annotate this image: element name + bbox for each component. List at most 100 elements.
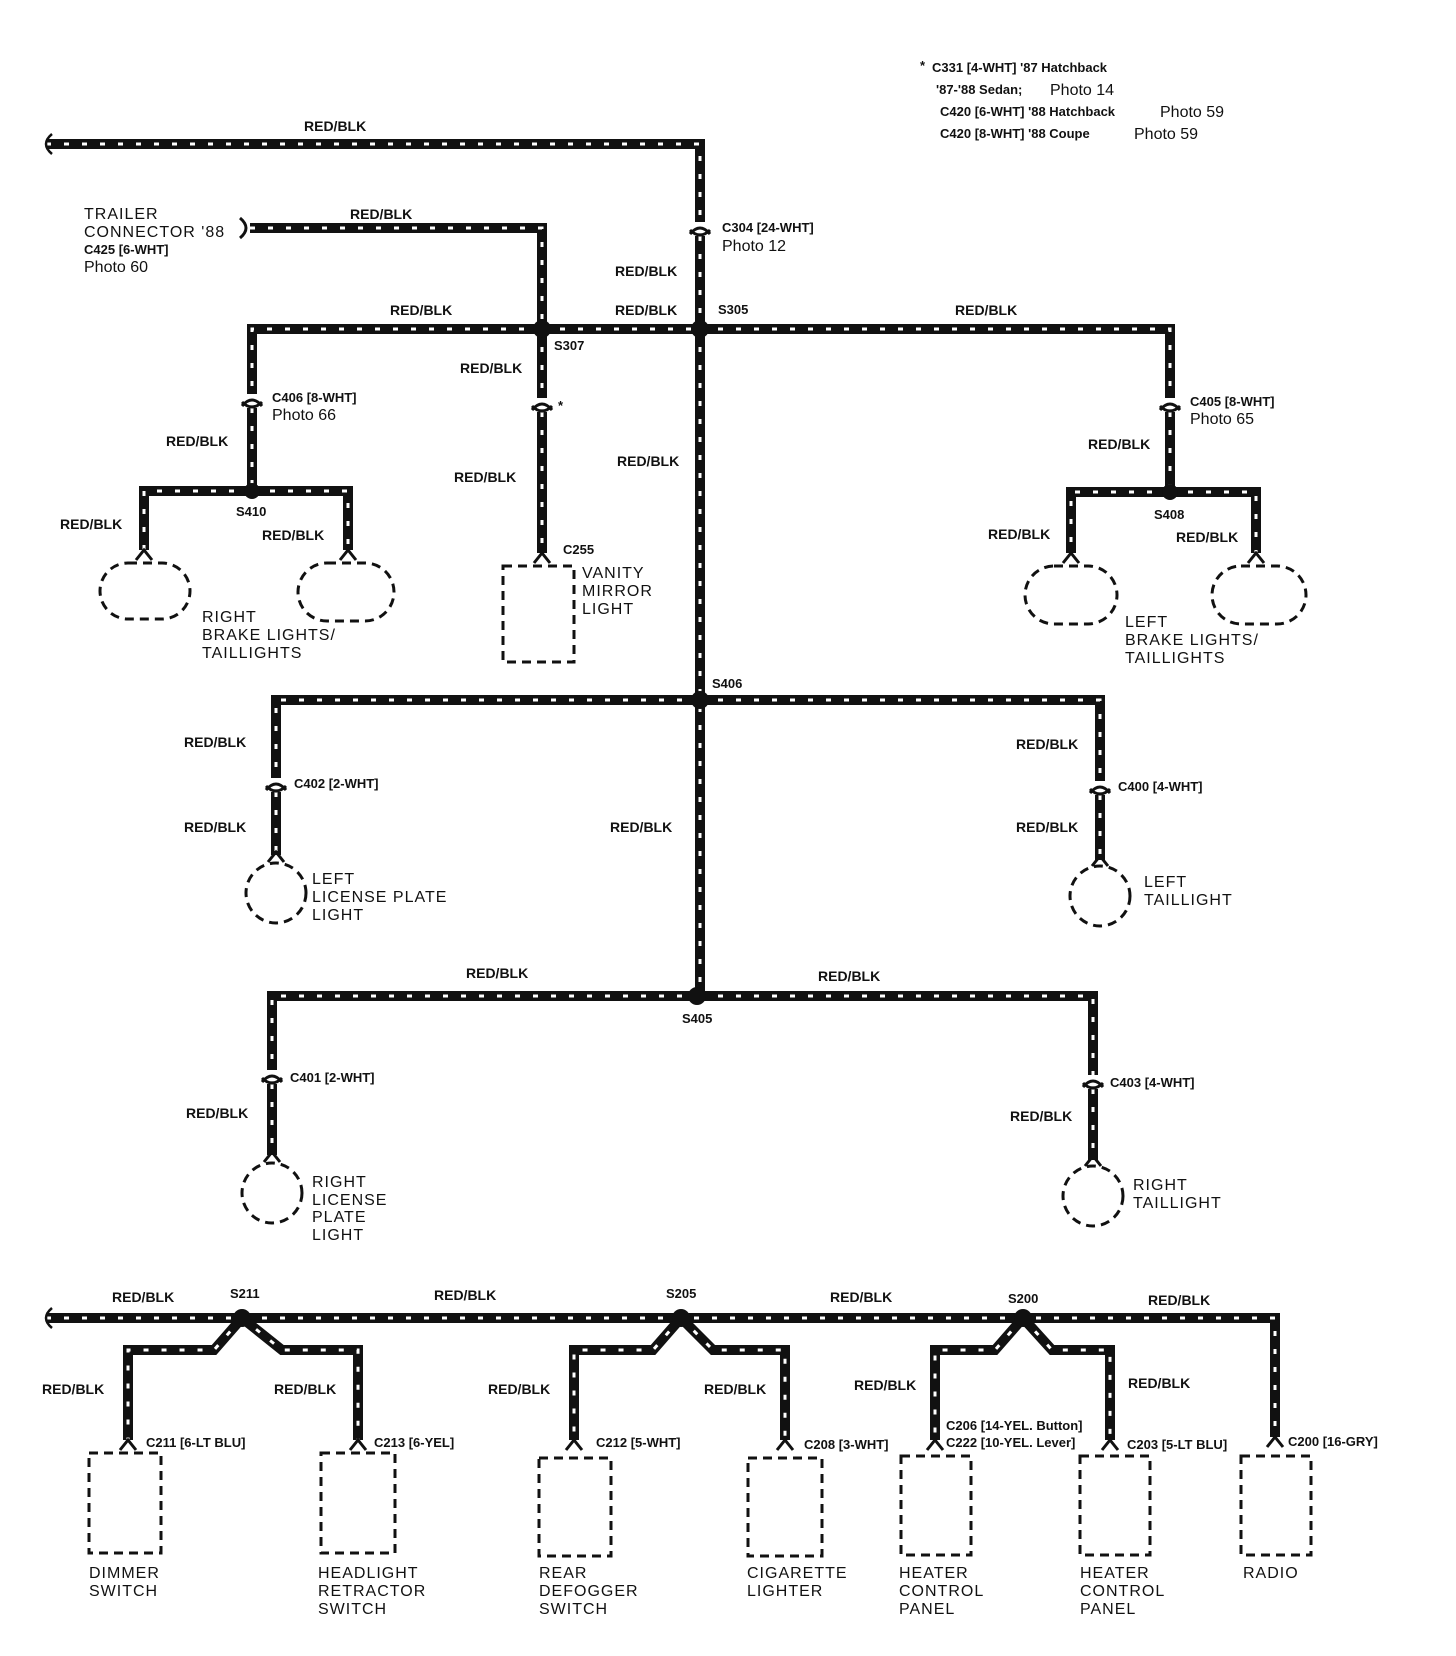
splice-s200	[1014, 1309, 1032, 1327]
right-brake-lamp-1	[98, 561, 192, 621]
splice-label-s406: S406	[712, 676, 742, 691]
wire-s205-defogger	[569, 1314, 685, 1440]
left-taillight-label-1: LEFT	[1144, 874, 1187, 891]
wire-label: RED/BLK	[166, 433, 228, 449]
wire-label: RED/BLK	[390, 302, 452, 318]
splice-label-s405: S405	[682, 1011, 712, 1026]
cigarette-label-1: CIGARETTE	[747, 1565, 848, 1582]
connector-star-c331: *	[558, 398, 564, 413]
wire-label: RED/BLK	[1148, 1292, 1210, 1308]
note-line-1: C331 [4-WHT] '87 Hatchback	[932, 60, 1108, 75]
wire-stripe	[46, 142, 702, 222]
note-line-2b: Photo 14	[1050, 82, 1114, 99]
wire-stripe	[126, 1317, 244, 1440]
connector-label-c208: C208 [3-WHT]	[804, 1437, 889, 1452]
right-brake-label-3: TAILLIGHTS	[202, 645, 302, 662]
note-line-4a: C420 [8-WHT] '88 Coupe	[940, 126, 1090, 141]
wire-stripe	[700, 994, 1095, 1075]
wire-label: RED/BLK	[955, 302, 1017, 318]
wire-label: RED/BLK	[262, 527, 324, 543]
wire-stripe	[250, 327, 542, 394]
trailer-line-1: TRAILER	[84, 206, 159, 223]
wire-label: RED/BLK	[854, 1377, 916, 1393]
wire-stripe	[933, 1317, 1025, 1440]
left-license-plate-lamp	[244, 861, 308, 925]
right-brake-lamp-2	[296, 561, 396, 623]
wire-label: RED/BLK	[610, 819, 672, 835]
wire-group	[46, 139, 1280, 1440]
wire-label: RED/BLK	[704, 1381, 766, 1397]
note-line-2a: '87-'88 Sedan;	[936, 82, 1022, 97]
left-brake-label-2: BRAKE LIGHTS/	[1125, 632, 1259, 649]
wire-s405-left	[267, 991, 700, 1070]
terminal-icon	[348, 1437, 368, 1451]
wire-label: RED/BLK	[1128, 1375, 1190, 1391]
splice-label-s211: S211	[230, 1286, 260, 1301]
terminal-icon	[1265, 1434, 1285, 1448]
right-taillight-lamp	[1061, 1164, 1125, 1228]
splice-s205	[672, 1309, 690, 1327]
defogger-label-3: SWITCH	[539, 1601, 608, 1618]
terminal-icon	[1100, 1437, 1120, 1451]
wire-label: RED/BLK	[488, 1381, 550, 1397]
vanity-label-1: VANITY	[582, 565, 645, 582]
connector-label-c222: C222 [10-YEL. Lever]	[946, 1435, 1075, 1450]
wire-label: RED/BLK	[186, 1105, 248, 1121]
radio-label: RADIO	[1243, 1565, 1299, 1582]
wire-s405-right	[700, 991, 1098, 1075]
defogger-label-1: REAR	[539, 1565, 587, 1582]
splice-s405	[688, 987, 706, 1005]
wire-stripe	[46, 1316, 1277, 1437]
trailer-connector-icon	[238, 216, 248, 240]
c402-symbol	[264, 782, 288, 793]
wire-stripe	[274, 698, 700, 778]
connector-label-c213: C213 [6-YEL]	[374, 1435, 454, 1450]
break-mark-top	[44, 133, 53, 155]
wire-label: RED/BLK	[830, 1289, 892, 1305]
note-star: *	[920, 58, 926, 73]
vanity-label-3: LIGHT	[582, 601, 634, 618]
left-taillight-label-2: TAILLIGHT	[1144, 892, 1233, 909]
wire-stripe	[1021, 1316, 1112, 1440]
component-labels: RIGHT BRAKE LIGHTS/ TAILLIGHTS VANITY MI…	[89, 565, 1299, 1618]
wire-label: RED/BLK	[350, 206, 412, 222]
trailer-line-4: Photo 60	[84, 259, 148, 276]
dimmer-label-2: SWITCH	[89, 1583, 158, 1600]
inline-connectors	[240, 226, 1182, 1090]
left-license-label-1: LEFT	[312, 871, 355, 888]
left-license-label-3: LIGHT	[312, 907, 364, 924]
wire-label: RED/BLK	[112, 1289, 174, 1305]
note-line-3b: Photo 59	[1160, 104, 1224, 121]
connector-photo-c405: Photo 65	[1190, 411, 1254, 428]
wire-label: RED/BLK	[1088, 436, 1150, 452]
heater2-label-2: CONTROL	[1080, 1583, 1165, 1600]
left-brake-lamp-1	[1023, 564, 1119, 626]
splice-label-s305: S305	[718, 302, 748, 317]
connector-label-c212: C212 [5-WHT]	[596, 1435, 681, 1450]
wire-label: RED/BLK	[615, 263, 677, 279]
note-line-4b: Photo 59	[1134, 126, 1198, 143]
wire-s408-left	[1066, 487, 1170, 553]
connector-label-c406: C406 [8-WHT]	[272, 390, 357, 405]
splice-s307	[533, 320, 551, 338]
trailer-line-3: C425 [6-WHT]	[84, 242, 169, 257]
vanity-label-2: MIRROR	[582, 583, 653, 600]
wire-s410-left	[139, 486, 252, 550]
heater2-label-1: HEATER	[1080, 1565, 1150, 1582]
cigarette-label-2: LIGHTER	[747, 1583, 823, 1600]
right-license-label-2: LICENSE	[312, 1192, 387, 1209]
terminal-icon	[118, 1437, 138, 1451]
wire-s406-left	[271, 695, 700, 778]
wire-stripe	[700, 327, 1172, 398]
right-license-label-3: PLATE	[312, 1209, 367, 1226]
break-mark-bottom	[44, 1307, 53, 1329]
terminal-icon	[532, 550, 552, 564]
wire-label: RED/BLK	[1010, 1108, 1072, 1124]
c331-symbol	[530, 402, 554, 413]
splice-label-s307: S307	[554, 338, 584, 353]
wire-s205-cigarette	[677, 1314, 790, 1440]
right-taillight-label-1: RIGHT	[1133, 1177, 1188, 1194]
left-taillight-lamp	[1068, 864, 1132, 928]
trailer-connector-label: TRAILER CONNECTOR '88 C425 [6-WHT] Photo…	[84, 206, 224, 276]
